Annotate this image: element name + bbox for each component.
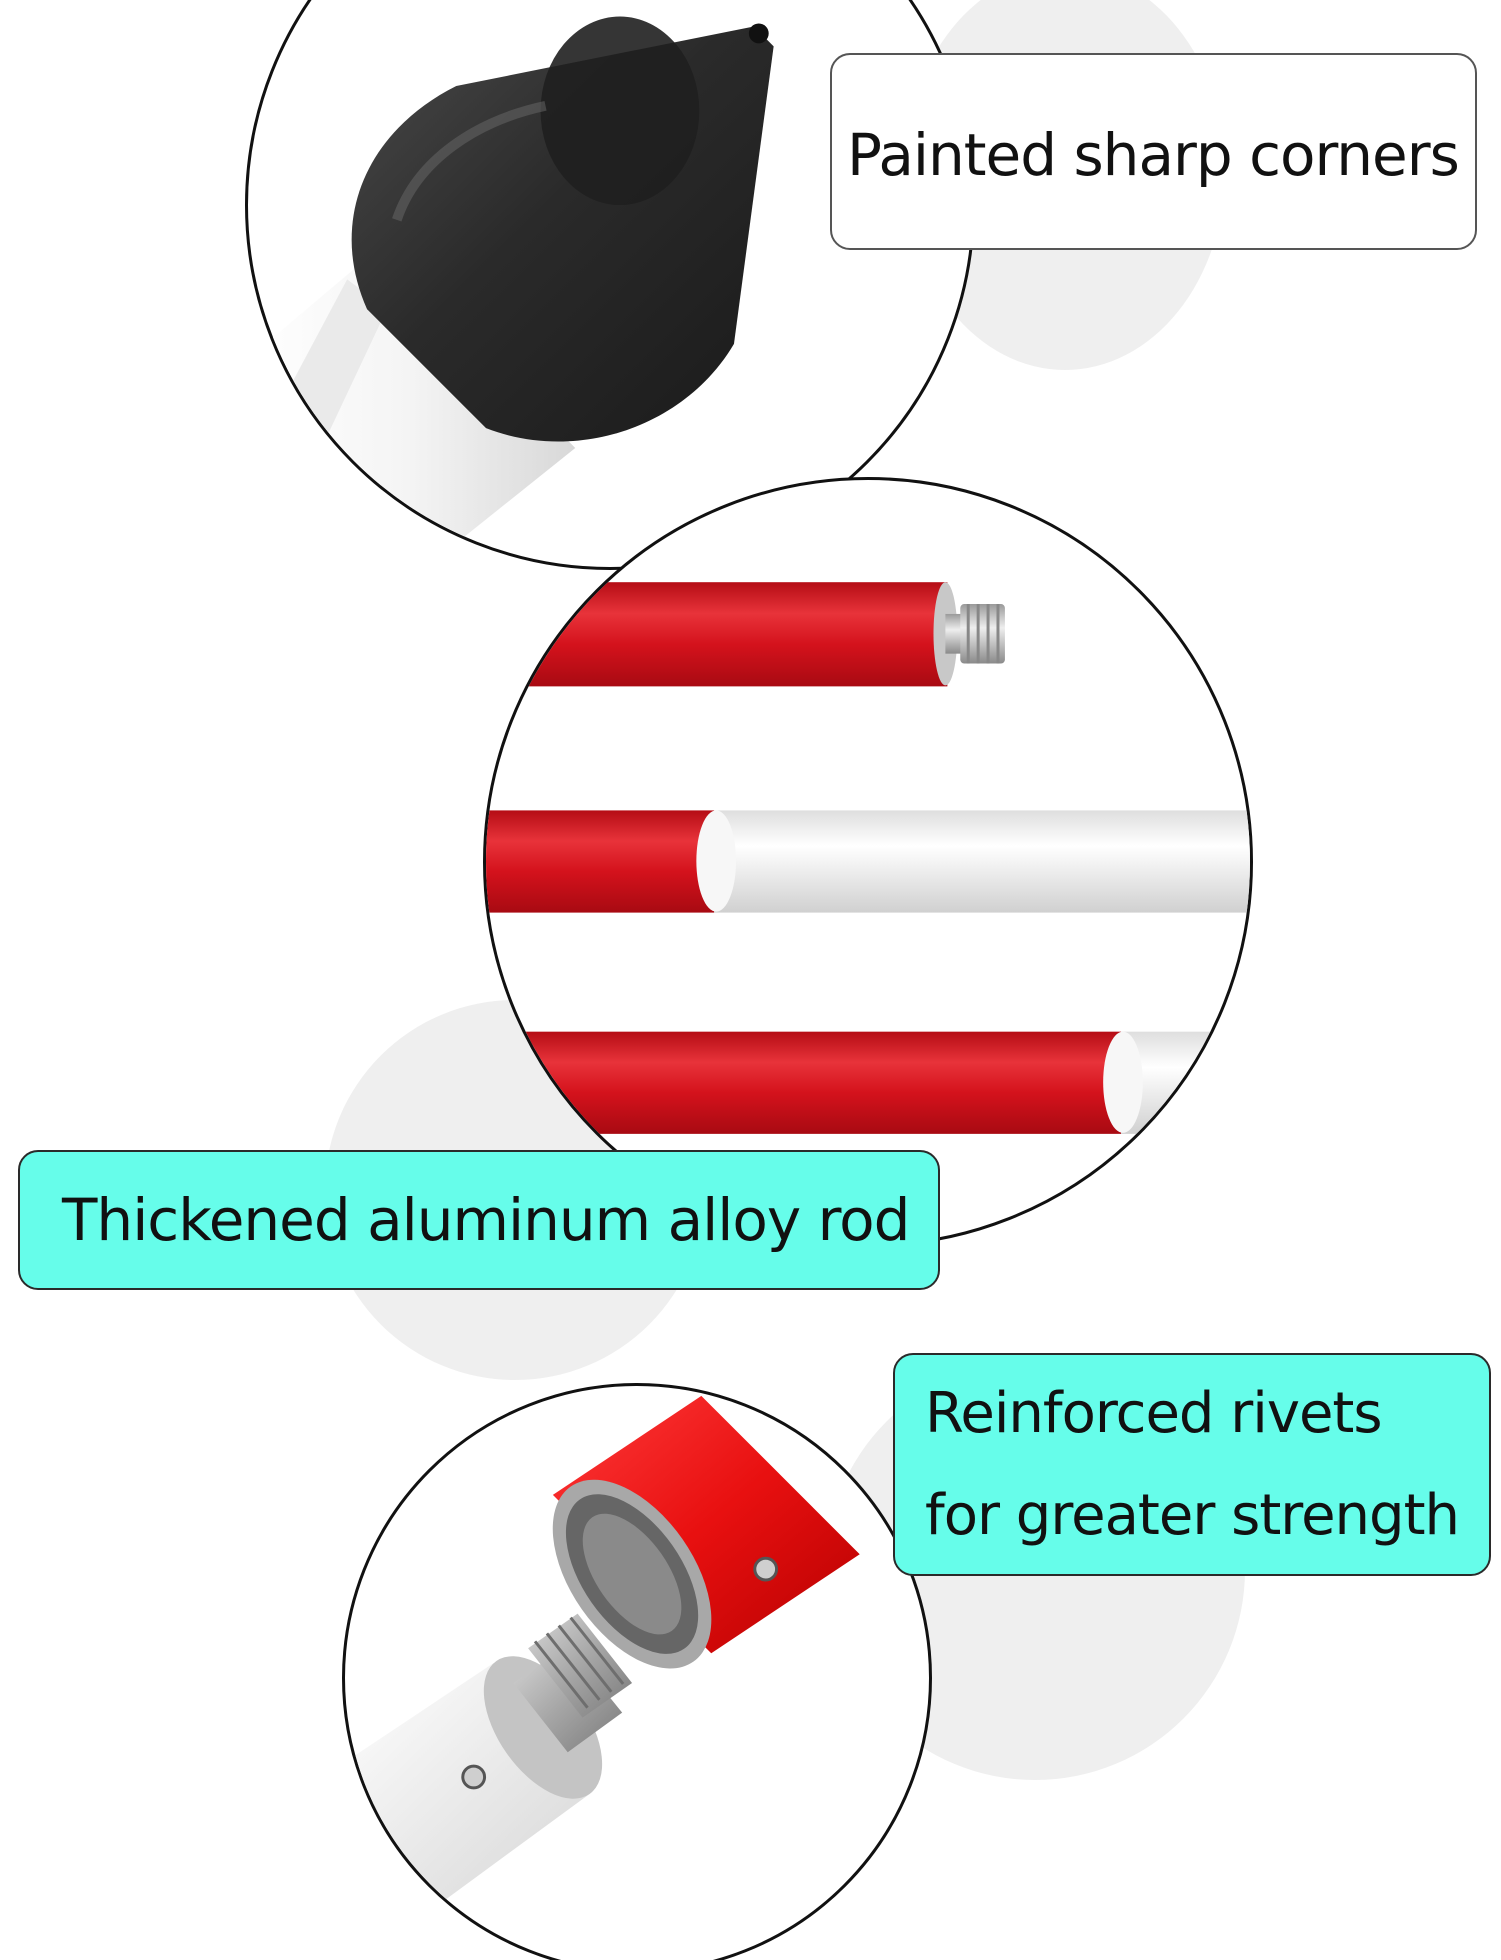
- aluminum-rods-illustration: [486, 582, 1250, 1134]
- rivet-detail-circle: [342, 1383, 932, 1960]
- rivets-callout: Reinforced rivets for greater strength: [893, 1353, 1491, 1576]
- tip-callout-text: Painted sharp corners: [847, 121, 1460, 189]
- rivets-callout-line1: Reinforced rivets: [925, 1381, 1383, 1446]
- rod-callout-text: Thickened aluminum alloy rod: [62, 1186, 910, 1254]
- rivets-callout-line2: for greater strength: [925, 1483, 1460, 1548]
- painted-tip-illustration: [248, 16, 774, 567]
- reinforced-rivets-illustration: [345, 1395, 860, 1901]
- rod-callout: Thickened aluminum alloy rod: [18, 1150, 940, 1290]
- rod-detail-circle: [483, 477, 1253, 1247]
- tip-callout: Painted sharp corners: [830, 53, 1477, 250]
